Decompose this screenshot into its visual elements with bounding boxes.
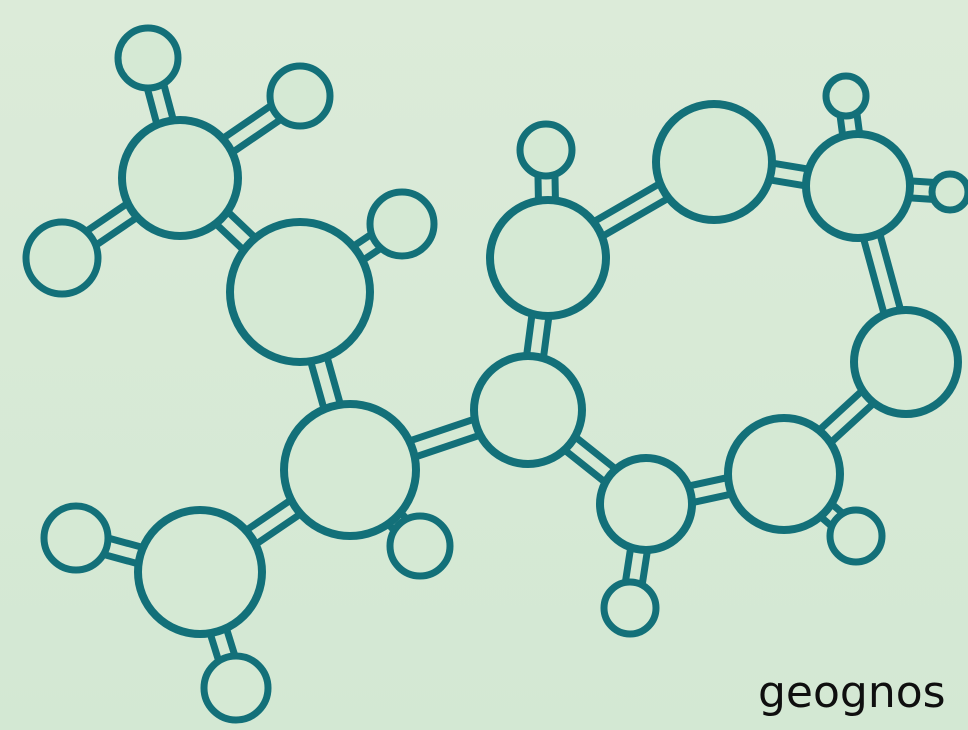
carbon-atom-c3 bbox=[280, 400, 420, 540]
hydrogen-atom-h12 bbox=[600, 578, 660, 638]
carbon-atom-c8 bbox=[802, 130, 914, 242]
hydrogen-atom-h11 bbox=[826, 506, 886, 566]
atom-layer bbox=[22, 24, 968, 724]
caption-text: geognos bbox=[758, 667, 946, 718]
carbon-atom-c11 bbox=[596, 454, 696, 554]
hydrogen-atom-h1 bbox=[114, 24, 182, 92]
carbon-atom-c7 bbox=[652, 100, 776, 224]
hydrogen-atom-h8 bbox=[516, 120, 576, 180]
hydrogen-atom-h6 bbox=[40, 502, 112, 574]
hydrogen-atom-h10 bbox=[928, 170, 968, 214]
carbon-atom-c5 bbox=[470, 352, 586, 468]
carbon-atom-c4 bbox=[134, 506, 266, 638]
carbon-atom-c9 bbox=[850, 306, 962, 418]
hydrogen-atom-h7 bbox=[200, 652, 272, 724]
hydrogen-atom-h5 bbox=[386, 512, 454, 580]
carbon-atom-c10 bbox=[724, 414, 844, 534]
hydrogen-atom-h9 bbox=[822, 72, 870, 120]
carbon-atom-c1 bbox=[118, 116, 242, 240]
hydrogen-atom-h3 bbox=[22, 218, 102, 298]
carbon-atom-c6 bbox=[486, 196, 610, 320]
carbon-atom-c2 bbox=[226, 218, 374, 366]
hydrogen-atom-h2 bbox=[266, 62, 334, 130]
hydrogen-atom-h4 bbox=[366, 188, 438, 260]
